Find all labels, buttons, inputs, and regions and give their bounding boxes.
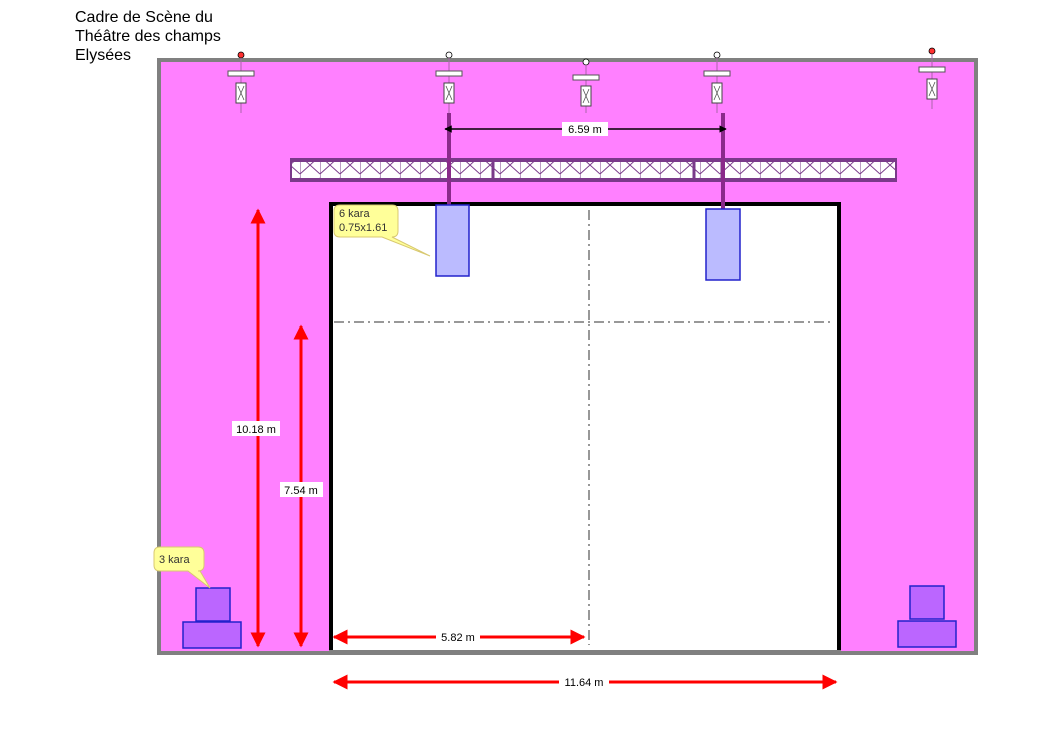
- chain-hoist-icon: [227, 51, 255, 113]
- ground-stack-left-top: [195, 587, 231, 622]
- half-width-label: 5.82 m: [441, 632, 475, 644]
- chain-hoist-icon: [918, 47, 946, 109]
- diagram-title: Cadre de Scène du Théâtre des champs Ely…: [75, 9, 221, 64]
- frame-height-label: 10.18 m: [236, 424, 276, 436]
- ground-stack-left-sub: [182, 621, 242, 649]
- ground-stack-callout: 3 kara: [153, 546, 211, 589]
- svg-text:6 kara: 6 kara: [339, 208, 370, 220]
- line-array-left: [435, 204, 470, 277]
- truss-span-label: 6.59 m: [568, 124, 602, 136]
- ground-stack-right-top: [909, 585, 945, 620]
- svg-text:3 kara: 3 kara: [159, 554, 190, 566]
- chain-hoist-icon: [572, 58, 600, 113]
- full-width-label: 11.64 m: [565, 677, 604, 689]
- opening-height-label: 7.54 m: [284, 485, 318, 497]
- line-array-right: [705, 208, 741, 281]
- chain-hoist-icon: [703, 51, 731, 113]
- svg-text:0.75x1.61: 0.75x1.61: [339, 222, 387, 234]
- array-callout: 6 kara 0.75x1.61: [333, 204, 431, 257]
- stage-opening: [329, 202, 841, 655]
- truss-icon: [290, 158, 897, 182]
- ground-stack-right-sub: [897, 620, 957, 648]
- chain-hoist-icon: [435, 51, 463, 113]
